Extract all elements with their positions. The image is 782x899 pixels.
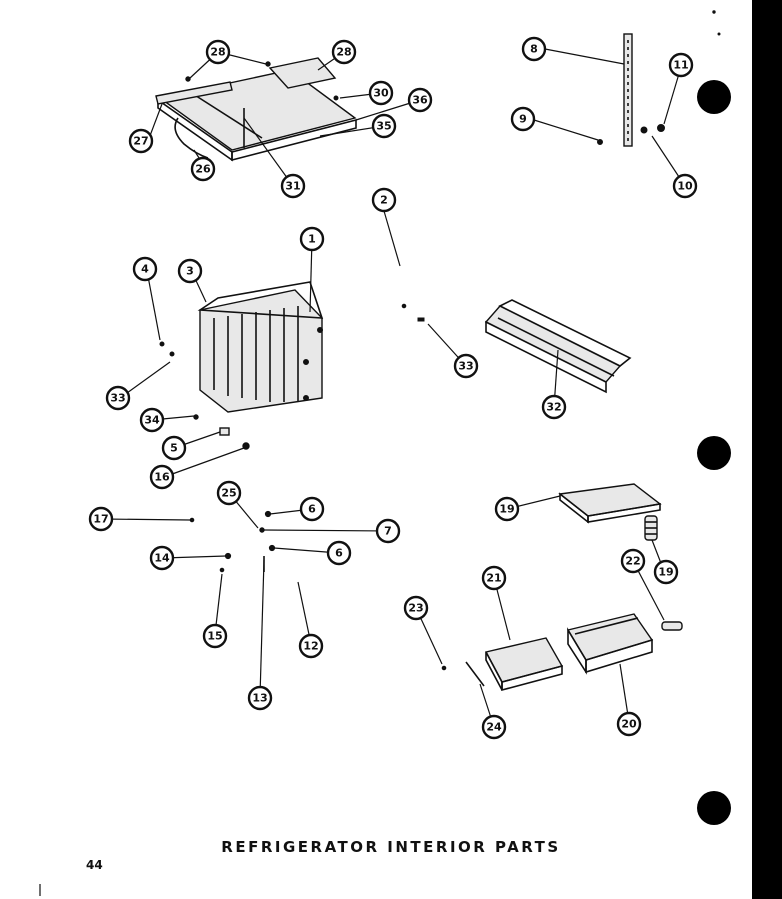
callout-3-label: 3 xyxy=(186,265,194,278)
binder-hole-top xyxy=(697,80,731,114)
callout-27-label: 27 xyxy=(133,135,148,148)
callout-33b: 33 xyxy=(453,353,479,379)
callout-19b-label: 19 xyxy=(658,566,673,579)
callout-32: 32 xyxy=(541,394,567,420)
callout-9: 9 xyxy=(510,106,536,132)
callout-6b-label: 6 xyxy=(335,547,343,560)
page-number: 44 xyxy=(86,858,103,872)
callout-21: 21 xyxy=(481,565,507,591)
callout-36: 36 xyxy=(407,87,433,113)
callout-33a-label: 33 xyxy=(110,392,125,405)
vertical-rail xyxy=(597,33,665,147)
callout-4-label: 4 xyxy=(141,263,149,276)
callout-19b: 19 xyxy=(653,559,679,585)
cover-frame-assembly xyxy=(159,281,324,413)
callout-8-label: 8 xyxy=(530,43,538,56)
binder-hole-bottom xyxy=(697,791,731,825)
callout-23-label: 23 xyxy=(408,602,423,615)
callout-6b: 6 xyxy=(326,540,352,566)
callout-8: 8 xyxy=(521,36,547,62)
callout-16-label: 16 xyxy=(154,471,170,484)
callout-22-label: 22 xyxy=(625,555,640,568)
callout-11: 11 xyxy=(668,52,694,78)
diagram-caption: REFRIGERATOR INTERIOR PARTS xyxy=(221,838,561,856)
binder-hole-middle xyxy=(697,436,731,470)
fasteners-left xyxy=(193,414,250,450)
callout-21-label: 21 xyxy=(486,572,501,585)
shelf-panel xyxy=(558,483,662,524)
callout-14: 14 xyxy=(149,545,175,571)
callout-34: 34 xyxy=(139,407,165,433)
drawer-small xyxy=(441,637,564,692)
callout-17: 17 xyxy=(88,506,114,532)
callout-11-label: 11 xyxy=(673,59,688,72)
callout-28b-label: 28 xyxy=(336,46,351,59)
callout-15-label: 15 xyxy=(207,630,222,643)
callout-30-label: 30 xyxy=(373,87,389,100)
callout-25-label: 25 xyxy=(221,487,236,500)
callout-28a: 28 xyxy=(205,39,231,65)
callout-31-label: 31 xyxy=(285,180,300,193)
callout-20-label: 20 xyxy=(621,718,637,731)
callout-6a: 6 xyxy=(299,496,325,522)
callout-35: 35 xyxy=(371,113,397,139)
hardware-screws-upper xyxy=(401,303,425,322)
callout-33a: 33 xyxy=(105,385,131,411)
callout-5-label: 5 xyxy=(170,442,178,455)
callout-7-label: 7 xyxy=(384,525,392,538)
callout-12-label: 12 xyxy=(303,640,318,653)
callout-1-label: 1 xyxy=(308,233,316,246)
callout-30: 30 xyxy=(368,80,394,106)
callout-7: 7 xyxy=(375,518,401,544)
callout-36-label: 36 xyxy=(412,94,428,107)
callout-13-label: 13 xyxy=(252,692,267,705)
callout-35-label: 35 xyxy=(376,120,391,133)
callout-16: 16 xyxy=(149,464,175,490)
callout-26: 26 xyxy=(190,156,216,182)
callout-13: 13 xyxy=(247,685,273,711)
callout-27: 27 xyxy=(128,128,154,154)
callout-19a-label: 19 xyxy=(499,503,514,516)
callout-24: 24 xyxy=(481,714,507,740)
channel-rail xyxy=(484,299,632,394)
ink-speck xyxy=(717,32,721,36)
hinge-hardware-cluster xyxy=(189,510,276,573)
ink-speck xyxy=(712,10,716,14)
callout-12: 12 xyxy=(298,633,324,659)
callout-26-label: 26 xyxy=(195,163,211,176)
callout-24-label: 24 xyxy=(486,721,502,734)
pin xyxy=(661,621,683,631)
callout-10-label: 10 xyxy=(677,180,693,193)
callout-14-label: 14 xyxy=(154,552,170,565)
callout-34-label: 34 xyxy=(144,414,160,427)
callout-15: 15 xyxy=(202,623,228,649)
callout-33b-label: 33 xyxy=(458,360,473,373)
coil-spring xyxy=(644,515,658,541)
callout-28b: 28 xyxy=(331,39,357,65)
callout-6a-label: 6 xyxy=(308,503,316,516)
scan-edge-bar xyxy=(752,0,782,899)
callout-25: 25 xyxy=(216,480,242,506)
callout-10: 10 xyxy=(672,173,698,199)
shelf-frame-assembly xyxy=(155,57,357,162)
callout-9-label: 9 xyxy=(519,113,527,126)
callout-1: 1 xyxy=(299,226,325,252)
callout-2-label: 2 xyxy=(380,194,388,207)
callout-3: 3 xyxy=(177,258,203,284)
callout-2: 2 xyxy=(371,187,397,213)
callout-4: 4 xyxy=(132,256,158,282)
callout-19a: 19 xyxy=(494,496,520,522)
callout-20: 20 xyxy=(616,711,642,737)
callout-22: 22 xyxy=(620,548,646,574)
callout-32-label: 32 xyxy=(546,401,561,414)
callout-17-label: 17 xyxy=(93,513,108,526)
callout-23: 23 xyxy=(403,595,429,621)
callout-5: 5 xyxy=(161,435,187,461)
callout-31: 31 xyxy=(280,173,306,199)
callout-28a-label: 28 xyxy=(210,46,225,59)
drawer-box xyxy=(566,613,654,675)
